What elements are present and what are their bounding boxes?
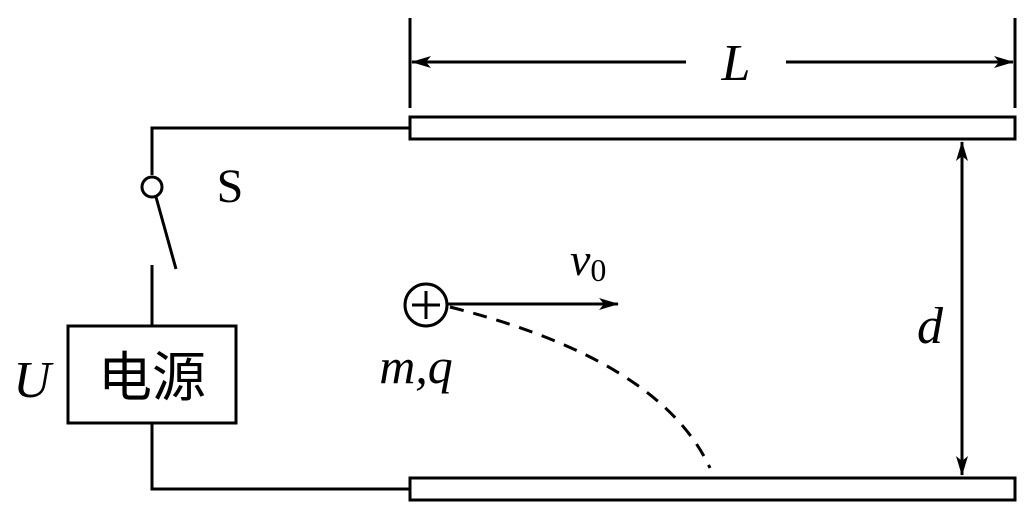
length-dimension: L bbox=[408, 18, 1017, 108]
power-source: 电源 U bbox=[13, 324, 238, 425]
velocity-vector: v0 bbox=[448, 234, 619, 310]
bottom-plate bbox=[408, 476, 1017, 502]
power-source-label: 电源 bbox=[98, 346, 206, 409]
separation-label: d bbox=[917, 298, 944, 355]
charged-particle: m,q bbox=[379, 282, 453, 394]
velocity-label: v0 bbox=[570, 234, 606, 288]
switch-pivot bbox=[140, 175, 164, 199]
separation-dimension: d bbox=[917, 141, 968, 476]
voltage-label: U bbox=[13, 352, 54, 409]
switch-blade bbox=[154, 196, 178, 270]
power-source-box bbox=[66, 324, 238, 425]
switch-label: S bbox=[217, 160, 244, 213]
trajectory-path bbox=[449, 305, 712, 469]
switch: S bbox=[140, 160, 244, 270]
circuit-wires bbox=[150, 126, 410, 491]
top-plate bbox=[408, 115, 1017, 141]
length-label: L bbox=[721, 35, 751, 92]
particle-label: m,q bbox=[379, 338, 453, 394]
